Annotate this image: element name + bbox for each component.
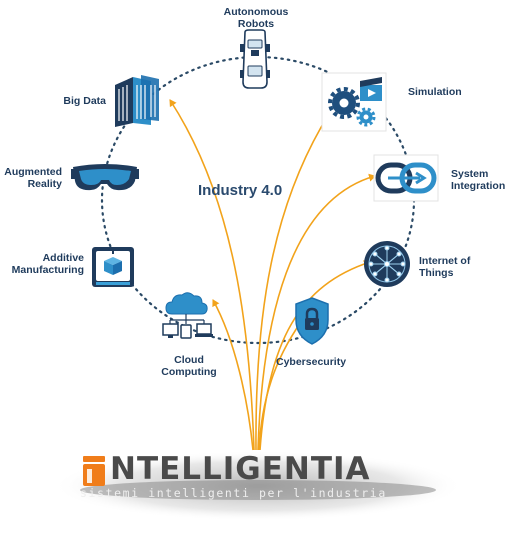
arrow-system-integration xyxy=(257,173,376,451)
label-big-data: Big Data xyxy=(63,95,106,107)
server-rack-icon xyxy=(115,75,159,127)
label-simulation: Simulation xyxy=(408,86,462,98)
network-globe-icon xyxy=(364,241,410,287)
logo-band xyxy=(80,480,436,500)
chain-icon xyxy=(373,154,439,202)
gears-icon xyxy=(321,72,387,132)
cloud-devices-icon xyxy=(162,292,213,339)
vr-headset-icon xyxy=(71,164,139,191)
logo-tagline: sistemi intelligenti per l'industria xyxy=(80,486,387,500)
arrow-simulation xyxy=(255,99,339,451)
car-icon xyxy=(240,29,270,89)
arrow-big-data xyxy=(169,99,255,451)
arrow-cybersecurity xyxy=(258,314,307,451)
logo-wordmark: NTELLIGENTIA xyxy=(110,451,371,487)
shield-lock-icon xyxy=(295,297,329,345)
logo-i-mark xyxy=(83,456,105,486)
printer-cube-icon xyxy=(92,247,134,287)
center-title: Industry 4.0 xyxy=(198,182,283,199)
arrow-cloud-computing xyxy=(212,299,254,451)
label-cybersecurity: Cybersecurity xyxy=(276,356,347,368)
arrows xyxy=(169,99,376,451)
